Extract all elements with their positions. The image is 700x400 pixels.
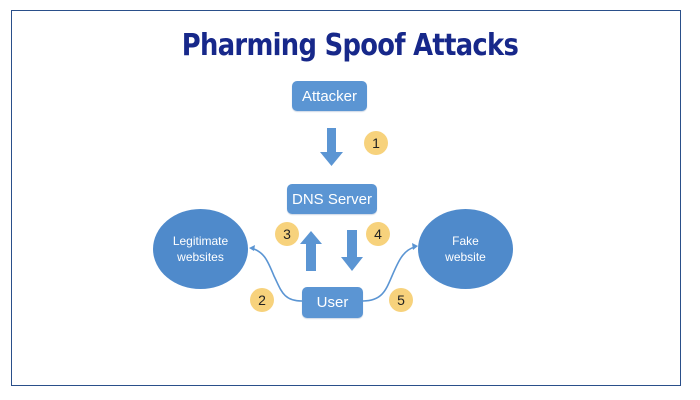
legitimate-label-line2: websites <box>177 250 224 264</box>
step-badge-5: 5 <box>389 288 413 312</box>
arrow-attacker-to-dns <box>320 128 343 166</box>
dns-server-label: DNS Server <box>291 190 373 208</box>
diagram-title: Pharming Spoof Attacks <box>181 28 519 63</box>
legitimate-label-line1: Legitimate <box>172 234 229 248</box>
arrow-dns-to-user <box>341 230 363 271</box>
fake-label-line1: Fake <box>452 234 479 248</box>
dns-server-node: DNS Server <box>287 184 377 214</box>
step-badge-3: 3 <box>275 222 299 246</box>
fake-label-line2: website <box>445 250 486 264</box>
arrowhead-fake <box>412 243 418 250</box>
attacker-node: Attacker <box>292 81 367 111</box>
step-badge-1: 1 <box>364 131 388 155</box>
step-badge-4: 4 <box>366 222 390 246</box>
user-label: User <box>316 294 349 311</box>
diagram-frame <box>11 10 681 386</box>
arrow-user-to-dns <box>300 231 322 271</box>
arrowhead-legitimate <box>249 245 255 251</box>
fake-website-node: Fake website <box>418 209 513 289</box>
curve-user-to-legitimate <box>250 247 303 302</box>
user-node: User <box>302 287 363 318</box>
attacker-label: Attacker <box>301 87 358 105</box>
legitimate-websites-node: Legitimate websites <box>153 209 248 289</box>
step-badge-2: 2 <box>250 288 274 312</box>
curve-user-to-fake <box>362 246 416 302</box>
